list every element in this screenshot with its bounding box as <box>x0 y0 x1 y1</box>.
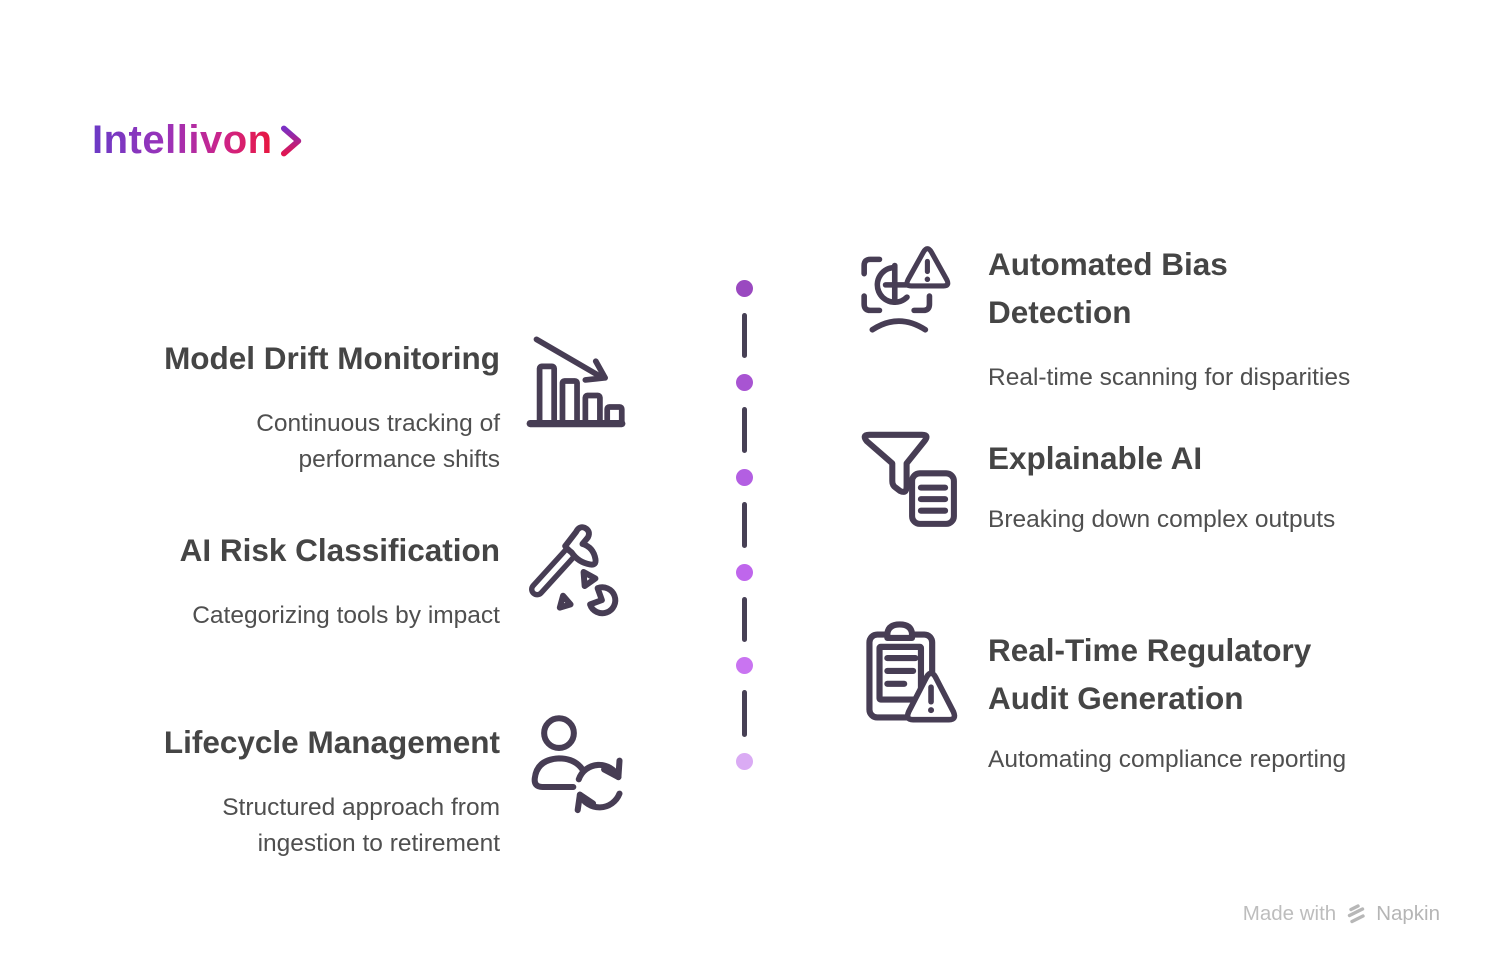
item-title-model-drift: Model Drift Monitoring <box>164 340 500 376</box>
timeline-connector <box>742 407 747 453</box>
item-subtitle-model-drift: Continuous tracking of performance shift… <box>90 406 500 478</box>
timeline-connector <box>742 690 747 737</box>
subtitle-line: Structured approach from <box>222 794 500 821</box>
item-title-regulatory-audit: Real-Time Regulatory Audit Generation <box>988 626 1458 722</box>
title-line: Explainable AI <box>988 440 1203 476</box>
subtitle-line: performance shifts <box>298 446 500 473</box>
face-scan-warning-icon <box>856 240 958 347</box>
item-subtitle-explainable-ai: Breaking down complex outputs <box>988 506 1336 533</box>
timeline-dot <box>736 280 753 297</box>
item-title-lifecycle: Lifecycle Management <box>163 724 500 760</box>
timeline-connector <box>742 502 747 548</box>
subtitle-line: ingestion to retirement <box>257 830 500 857</box>
timeline-dot <box>736 374 753 391</box>
napkin-logo-icon <box>1345 903 1367 925</box>
title-line: Real-Time Regulatory <box>988 632 1312 668</box>
clipboard-warning-icon <box>856 620 968 737</box>
axe-chopping-icon <box>522 518 630 631</box>
title-line: Detection <box>988 294 1132 330</box>
funnel-document-icon <box>856 426 966 541</box>
person-refresh-cycle-icon <box>526 710 636 825</box>
brand-logo: Intellivon <box>92 118 307 163</box>
subtitle-line: Categorizing tools by impact <box>192 602 500 629</box>
title-line: Audit Generation <box>988 680 1244 716</box>
made-with-text: Made with <box>1242 902 1337 925</box>
timeline-connector <box>742 597 747 642</box>
item-title-explainable-ai: Explainable AI <box>988 434 1458 482</box>
made-with-napkin: Made with Napkin <box>1243 902 1440 926</box>
item-subtitle-risk-classification: Categorizing tools by impact <box>90 598 500 634</box>
item-title-bias-detection: Automated Bias Detection <box>988 240 1458 336</box>
timeline-dot <box>736 753 753 770</box>
timeline-connector <box>742 313 747 358</box>
timeline-dot <box>736 564 753 581</box>
item-subtitle-regulatory-audit: Automating compliance reporting <box>988 746 1347 773</box>
item-title-risk-classification: AI Risk Classification <box>179 532 500 568</box>
subtitle-line: Continuous tracking of <box>256 410 500 437</box>
timeline-dot <box>736 469 753 486</box>
title-line: Automated Bias <box>988 246 1228 282</box>
chevron-right-icon <box>280 123 307 159</box>
brand-logo-text: Intellivon <box>92 118 273 162</box>
timeline-dot <box>736 657 753 674</box>
item-subtitle-lifecycle: Structured approach from ingestion to re… <box>90 790 500 862</box>
napkin-brand-text: Napkin <box>1376 902 1440 925</box>
item-subtitle-bias-detection: Real-time scanning for disparities <box>988 364 1351 391</box>
declining-bar-chart-icon <box>524 330 628 439</box>
